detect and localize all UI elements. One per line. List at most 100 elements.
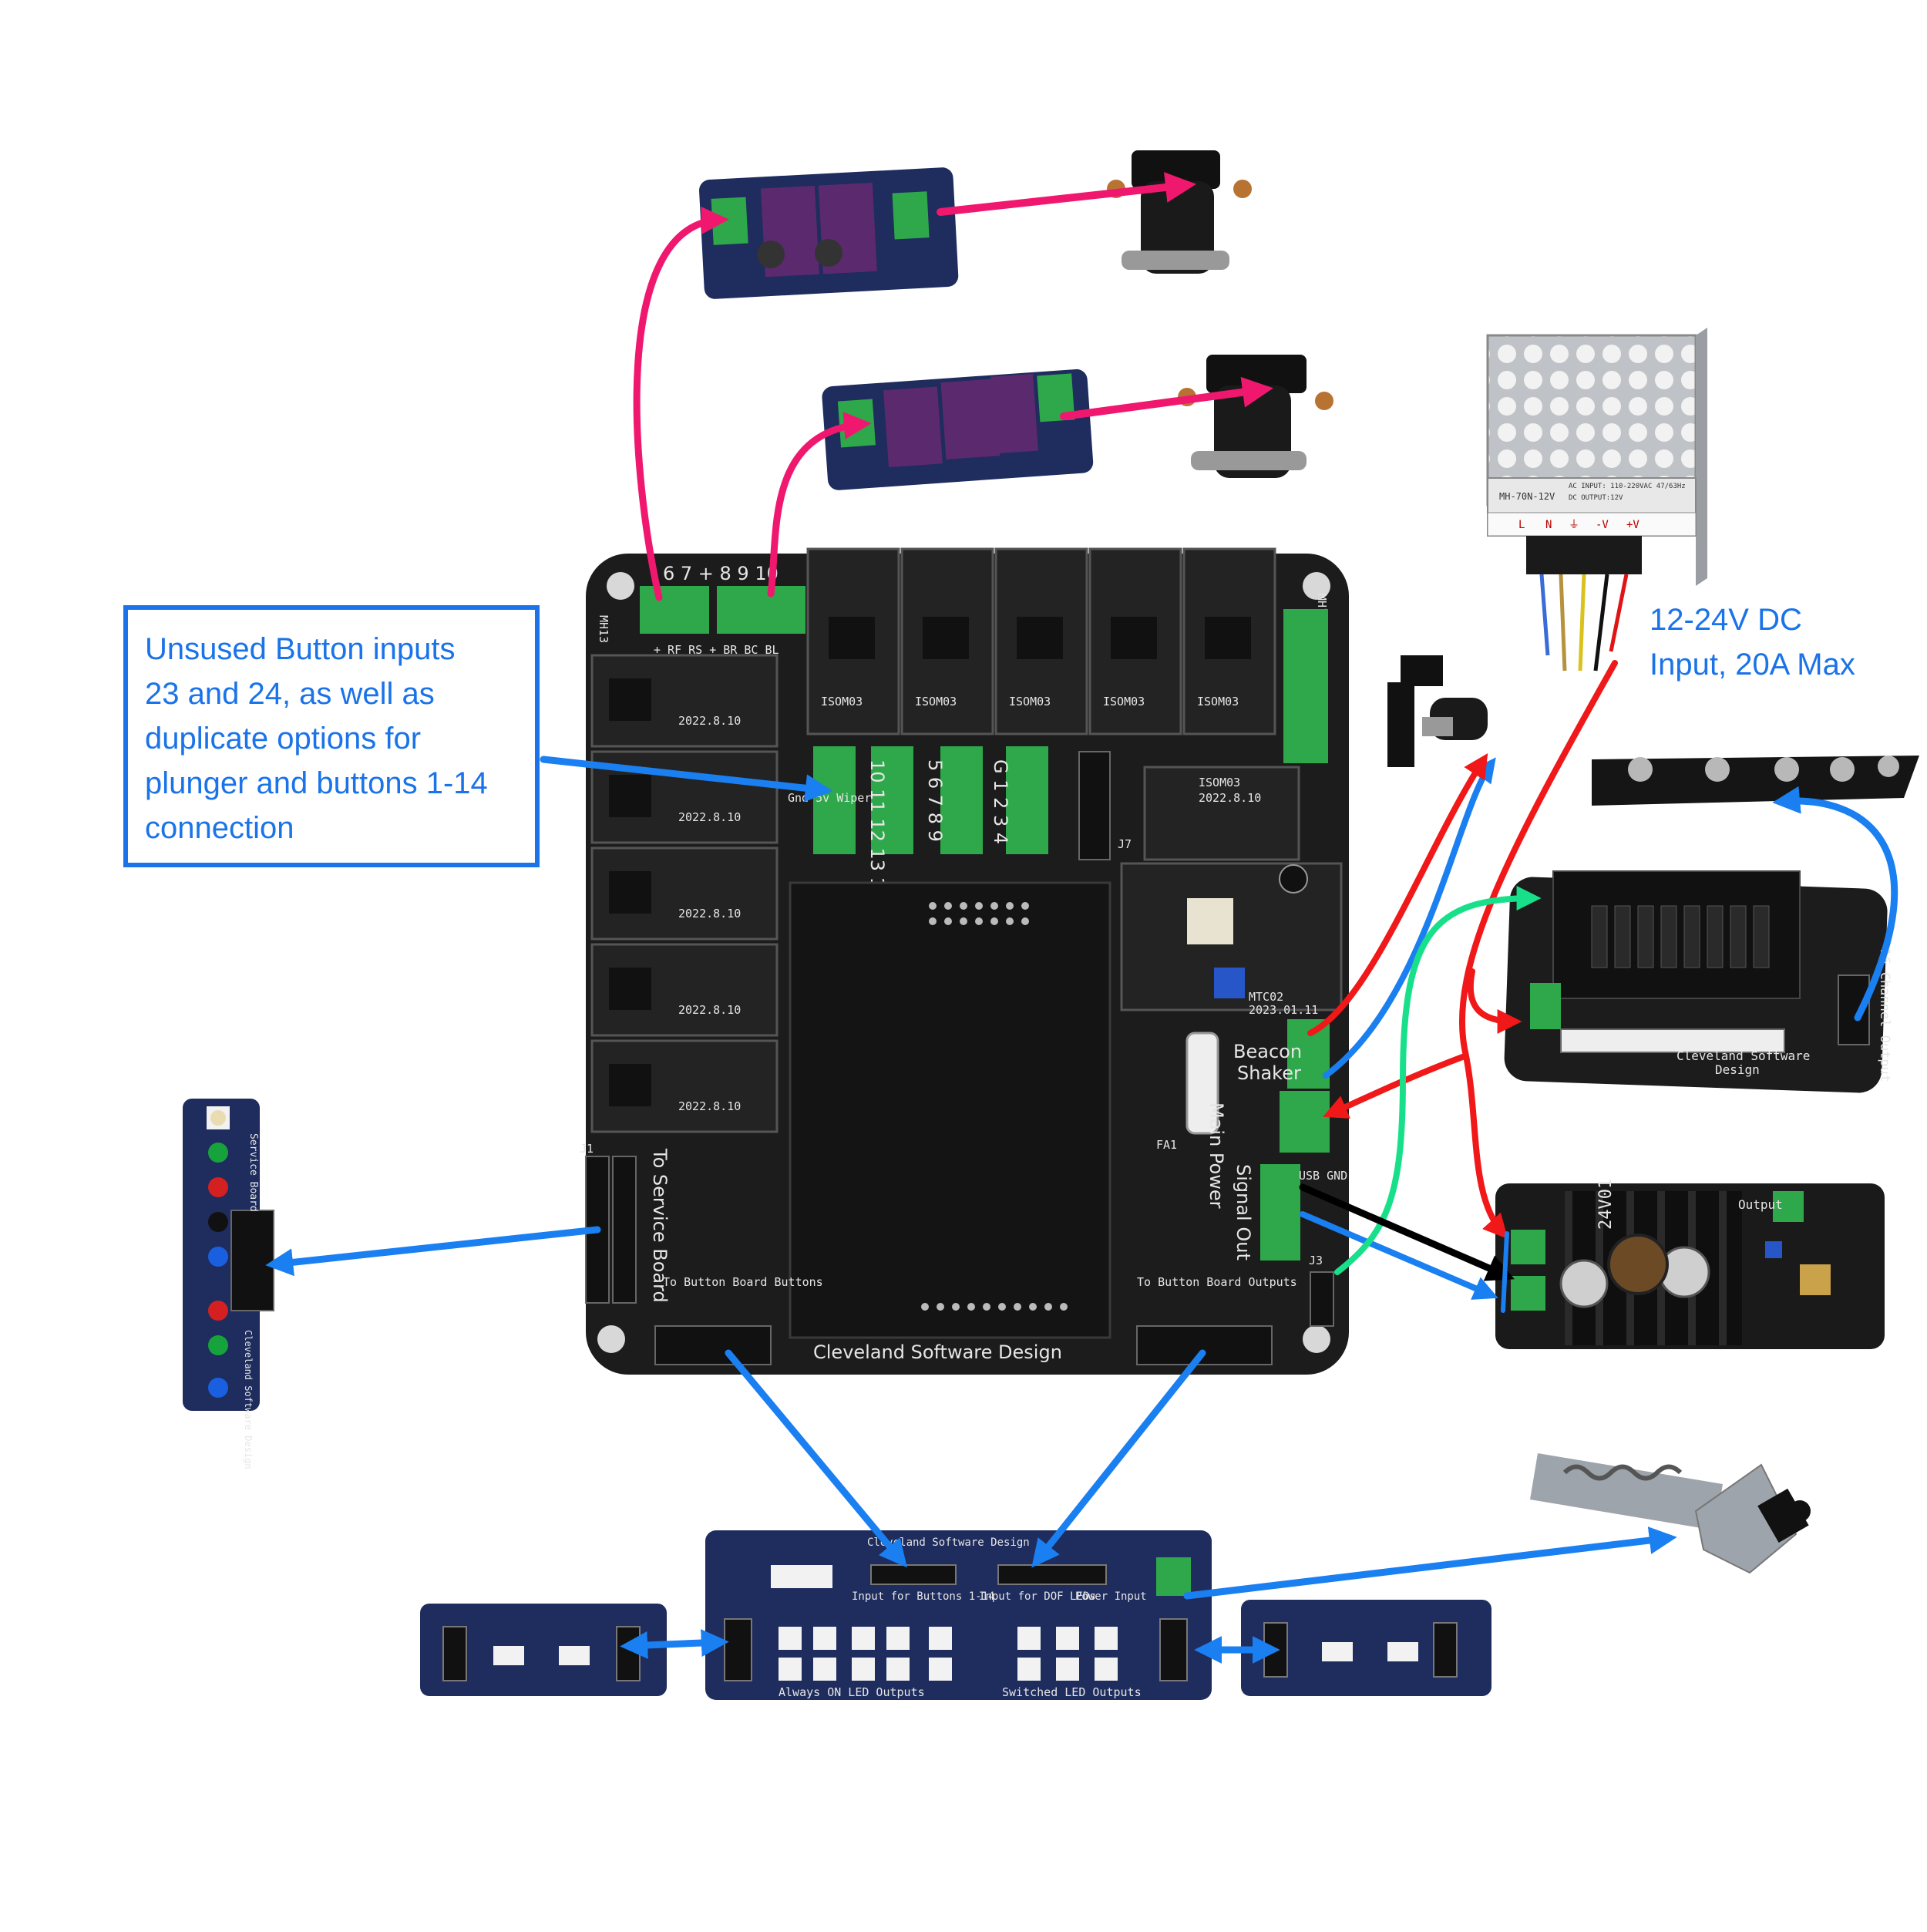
plunger-icon bbox=[1530, 1453, 1811, 1574]
topper-light-bar bbox=[1592, 756, 1919, 806]
isom03-module bbox=[1143, 766, 1300, 861]
arrow-pink bbox=[633, 206, 729, 601]
callout-line: duplicate options for bbox=[145, 722, 422, 756]
arrow-blue bbox=[725, 1349, 907, 1568]
arrow-red bbox=[1323, 1053, 1468, 1119]
beacon-light-icon bbox=[1387, 655, 1443, 767]
service-button[interactable] bbox=[208, 1247, 228, 1267]
service-button[interactable] bbox=[208, 1378, 228, 1398]
terminal-block bbox=[1006, 746, 1048, 854]
gnd-5v-wiper-label: Gnd 5v Wiper bbox=[788, 791, 871, 805]
module-label: ISOM03 bbox=[1197, 695, 1239, 709]
service-board-connector[interactable] bbox=[230, 1210, 274, 1311]
flipper-board-right bbox=[1241, 1600, 1491, 1696]
driver-module-row-top: ISOM03 ISOM03 ISOM03 ISOM03 ISOM03 bbox=[806, 547, 1276, 735]
service-board-brand: Cleveland Software Design bbox=[243, 1330, 254, 1469]
j7-label: J7 bbox=[1118, 837, 1132, 851]
led-output-connectors bbox=[779, 1627, 1118, 1681]
dcdc-converter-board: 24V01 Output bbox=[1495, 1179, 1885, 1349]
dcdc-output-label: Output bbox=[1738, 1197, 1783, 1212]
button-board-power-terminal[interactable] bbox=[1156, 1557, 1191, 1596]
terminal-block-right bbox=[1283, 609, 1328, 763]
service-button[interactable] bbox=[208, 1212, 228, 1232]
solenoid-driver-board-2 bbox=[822, 369, 1094, 490]
module-date: 2022.8.10 bbox=[678, 1099, 741, 1113]
module-date: 2022.8.10 bbox=[678, 1003, 741, 1017]
module-date: 2022.8.10 bbox=[678, 714, 741, 728]
arrow-blue bbox=[1772, 786, 1898, 1022]
left-flipper-header[interactable] bbox=[724, 1618, 752, 1681]
dcdc-input-terminal[interactable] bbox=[1511, 1230, 1545, 1264]
terminal-block bbox=[871, 746, 913, 854]
led-controller-side-label: 16 Channel Output bbox=[1877, 948, 1892, 1082]
led-controller-power-terminal[interactable] bbox=[1530, 983, 1561, 1029]
button-board-outputs-header[interactable] bbox=[1136, 1325, 1273, 1365]
main-board: 6 7 + 8 9 10 + RF RS + BR BC BL MH13 MH1… bbox=[580, 547, 1349, 1375]
dcdc-signal-terminal[interactable] bbox=[1511, 1276, 1545, 1311]
button-board: Input for Buttons 1-14 Input for DOF LED… bbox=[705, 1530, 1212, 1700]
input-buttons-header[interactable] bbox=[870, 1564, 957, 1585]
terminal-col-label: 10 11 12 13 14 bbox=[866, 759, 888, 900]
callout-line: 23 and 24, as well as bbox=[145, 677, 435, 711]
signal-out-label: Signal Out bbox=[1233, 1164, 1254, 1261]
flipper-board-left bbox=[420, 1604, 667, 1696]
power-label-line1: 12-24V DC bbox=[1650, 603, 1802, 637]
power-input-label: Power Input bbox=[1075, 1590, 1147, 1603]
service-button[interactable] bbox=[208, 1143, 228, 1163]
to-button-board-buttons-label: To Button Board Buttons bbox=[663, 1275, 823, 1289]
service-button[interactable] bbox=[208, 1177, 228, 1197]
input-dof-label: Input for DOF LEDs bbox=[979, 1590, 1096, 1603]
left-flipper-input[interactable] bbox=[616, 1626, 641, 1681]
inductor-icon bbox=[757, 241, 785, 268]
terminal-block bbox=[717, 586, 805, 634]
psu-input-text: AC INPUT: 110-220VAC 47/63Hz bbox=[1569, 483, 1686, 490]
terminal-block bbox=[640, 586, 709, 634]
terminal-block bbox=[940, 746, 983, 854]
psu-terminal-label: L bbox=[1518, 519, 1525, 531]
via-grid bbox=[921, 902, 1068, 1311]
service-board-title: Service Board bbox=[247, 1133, 259, 1212]
signal-out-terminal[interactable] bbox=[1260, 1164, 1300, 1261]
driver-module-column-left: 2022.8.10 2022.8.10 2022.8.10 2022.8.10 … bbox=[590, 654, 779, 1133]
psu-terminal-label: ⏚ bbox=[1569, 519, 1579, 531]
main-power-terminal[interactable] bbox=[1280, 1091, 1330, 1153]
input-buttons-label: Input for Buttons 1-14 bbox=[852, 1590, 994, 1603]
to-button-board-outputs-label: To Button Board Outputs bbox=[1137, 1275, 1297, 1289]
psu-terminal-label: -V bbox=[1596, 519, 1609, 531]
psu-terminal-label: +V bbox=[1626, 519, 1639, 531]
arrow-black bbox=[1299, 1183, 1515, 1281]
arrow-blue bbox=[1300, 1211, 1498, 1300]
arrow-pink bbox=[937, 172, 1196, 216]
controller-daughterboard bbox=[789, 881, 1111, 1339]
dcdc-output-terminal[interactable] bbox=[1773, 1191, 1804, 1222]
button-board-buttons-header[interactable] bbox=[654, 1325, 772, 1365]
callout-line: connection bbox=[145, 811, 294, 845]
dcdc-label: 24V01 bbox=[1596, 1179, 1616, 1230]
module-label: ISOM03 bbox=[1009, 695, 1051, 709]
fuse-icon bbox=[1560, 1028, 1785, 1053]
arrow-red bbox=[1459, 660, 1618, 1240]
service-button[interactable] bbox=[208, 1301, 228, 1321]
service-button[interactable] bbox=[208, 1335, 228, 1355]
mtc02-label: MTC02 bbox=[1249, 990, 1283, 1004]
arrow-blue bbox=[1031, 1349, 1206, 1568]
button-board-brand: Cleveland Software Design bbox=[867, 1537, 1030, 1549]
arrow-blue bbox=[1323, 757, 1496, 1079]
always-on-label: Always ON LED Outputs bbox=[779, 1685, 925, 1699]
j7-header bbox=[1078, 751, 1111, 860]
arrow-blue bbox=[620, 1629, 729, 1659]
led-controller-board: Cleveland Software Design 16 Channel Out… bbox=[1504, 870, 1892, 1093]
led-controller-brand-2: Design bbox=[1715, 1062, 1760, 1077]
arrow-green bbox=[1334, 886, 1542, 1275]
module-label: ISOM03 bbox=[821, 695, 863, 709]
led-controller-brand-1: Cleveland Software bbox=[1676, 1048, 1810, 1063]
mh13-label: MH13 bbox=[597, 615, 610, 643]
fuse-icon bbox=[1185, 1032, 1219, 1135]
unused-inputs-callout: Unsused Button inputs 23 and 24, as well… bbox=[123, 605, 540, 867]
solenoid-driver-board-1 bbox=[699, 167, 959, 299]
right-flipper-header[interactable] bbox=[1159, 1618, 1188, 1681]
mount-hole-icon bbox=[1303, 1325, 1330, 1353]
input-dof-header[interactable] bbox=[997, 1564, 1107, 1585]
arrow-blue bbox=[1183, 1526, 1677, 1600]
